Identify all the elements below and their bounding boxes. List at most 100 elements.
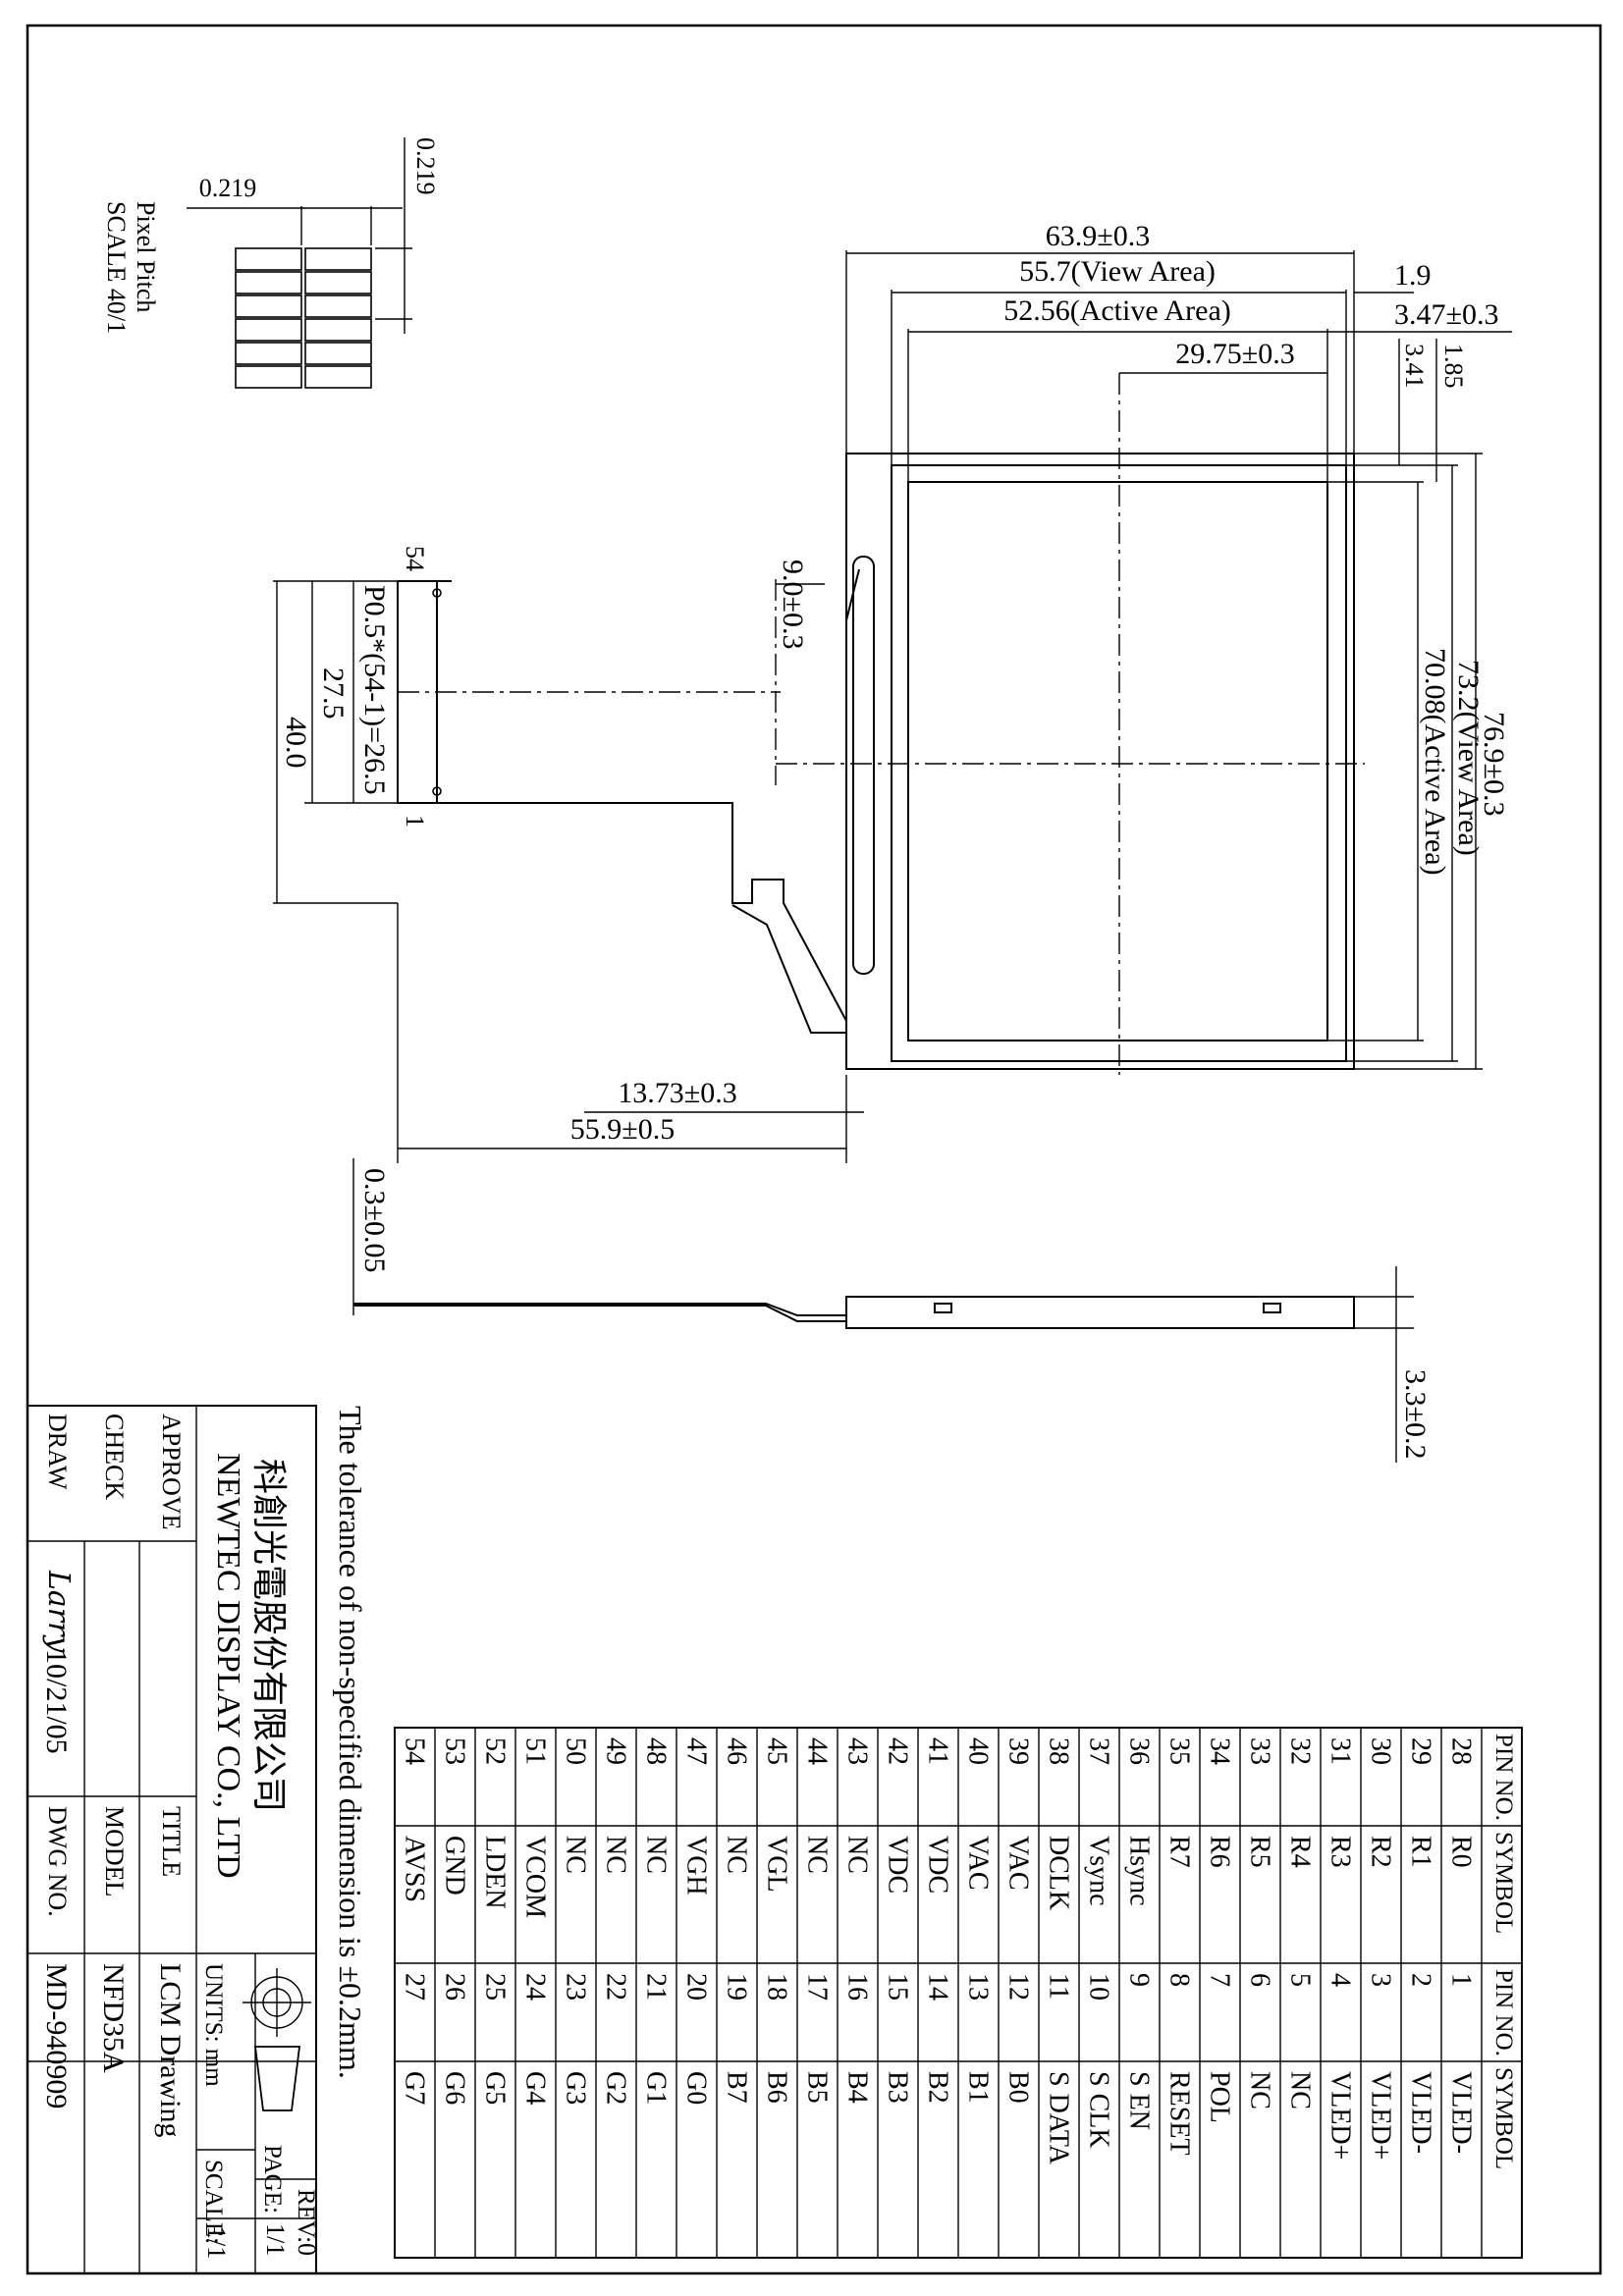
dim-edge-right-1: 1.9 bbox=[1394, 259, 1432, 292]
dim-fpc-pitch: P0.5*(54-1)=26.5 bbox=[358, 585, 391, 795]
pin-table-cell: 44 bbox=[801, 1737, 832, 1765]
company-name-cn: 科創光電股份有限公司 bbox=[249, 1459, 289, 1812]
pin-table-cell: 30 bbox=[1365, 1737, 1395, 1765]
sheet-border bbox=[26, 24, 1602, 2275]
dim-fpc-width: 27.5 bbox=[317, 667, 350, 720]
pin-table-cell: DCLK bbox=[1043, 1836, 1073, 1910]
scale-value: 1/1 bbox=[202, 2226, 231, 2259]
pin-table-cell: B5 bbox=[801, 2071, 832, 2104]
pin-table-cell: 31 bbox=[1325, 1737, 1355, 1765]
pin-table-cell: G7 bbox=[399, 2071, 429, 2105]
dwg-label: DWG NO. bbox=[43, 1806, 72, 1917]
pin-table-cell: 11 bbox=[1043, 1973, 1073, 2000]
pin-table-cell: 54 bbox=[399, 1737, 429, 1765]
pin-table-cell: B1 bbox=[962, 2071, 993, 2104]
dim-fpc-offset-2: 55.9±0.5 bbox=[570, 1113, 675, 1146]
model-value: NFD35A bbox=[97, 1963, 130, 2073]
pin-table-cell: 8 bbox=[1163, 1973, 1194, 1987]
pin-table-cell: 5 bbox=[1284, 1973, 1315, 1987]
pin-table-cell: VCOM bbox=[519, 1836, 550, 1918]
pin-table-cell: NC bbox=[560, 1836, 590, 1874]
pin-table-cell: 21 bbox=[640, 1973, 671, 2001]
pin-table-cell: GND bbox=[439, 1836, 469, 1896]
pin-table-cell: POL bbox=[1204, 2071, 1234, 2123]
pin-table-cell: 36 bbox=[1123, 1737, 1154, 1765]
pin-table-cell: Hsync bbox=[1123, 1836, 1154, 1906]
pin-table-cell: 7 bbox=[1204, 1973, 1234, 1987]
pin-table-cell: NC bbox=[600, 1836, 630, 1874]
fpc-front-view: 54 1 P0.5*(54-1)=26.5 27.5 40.0 9.0±0.3 bbox=[273, 546, 847, 1034]
pin-table-cell: R0 bbox=[1445, 1836, 1476, 1868]
pin-table-cell: 51 bbox=[519, 1737, 550, 1765]
title-label: TITLE bbox=[157, 1806, 186, 1877]
dim-outline-width: 63.9±0.3 bbox=[1046, 220, 1150, 252]
pin-table-cell: 26 bbox=[439, 1973, 469, 2001]
pin-table-cell: 38 bbox=[1043, 1737, 1073, 1765]
pin-table-cell: 37 bbox=[1083, 1737, 1113, 1765]
pin-table-cell: S DATA bbox=[1043, 2071, 1073, 2165]
pin-table-cell: B6 bbox=[761, 2071, 791, 2104]
pin-table-cell: R4 bbox=[1284, 1836, 1315, 1868]
dim-view-height: 73.2(View Area) bbox=[1452, 660, 1485, 856]
pin-table-cell: 22 bbox=[600, 1973, 630, 2001]
pin-table-cell: R5 bbox=[1244, 1836, 1274, 1868]
pin-table-cell: R1 bbox=[1405, 1836, 1435, 1868]
pin-table-cell: 25 bbox=[479, 1973, 510, 2001]
dwg-value: MD-940909 bbox=[40, 1963, 73, 2109]
pin-table-cell: 33 bbox=[1244, 1737, 1274, 1765]
pin-table-cell: 32 bbox=[1284, 1737, 1315, 1765]
pin-table-cell: 19 bbox=[721, 1973, 751, 2001]
title-block: 科創光電股份有限公司 NEWTEC DISPLAY CO., LTD UNITS… bbox=[27, 1405, 321, 2274]
pin-table-cell: R2 bbox=[1365, 1836, 1395, 1868]
pin-table-cell: 28 bbox=[1445, 1737, 1476, 1765]
pin-table-cell: 43 bbox=[841, 1737, 872, 1765]
pin-table-cell: 40 bbox=[962, 1737, 993, 1765]
check-label: CHECK bbox=[100, 1414, 129, 1500]
dim-fpc-offset-1: 13.73±0.3 bbox=[618, 1077, 736, 1109]
pin-table-cell: 14 bbox=[922, 1973, 952, 2001]
pin-table-cell: 50 bbox=[560, 1737, 590, 1765]
pin-table-cell: VLED+ bbox=[1365, 2071, 1395, 2160]
pin-table-cell: G6 bbox=[439, 2071, 469, 2105]
pin-table-cell: G1 bbox=[640, 2071, 671, 2105]
pin-table-cell: 15 bbox=[882, 1973, 912, 2001]
draw-signature: Larry bbox=[41, 1570, 76, 1653]
pin-table-cell: 47 bbox=[680, 1737, 711, 1765]
pin-table-cell: 17 bbox=[801, 1973, 832, 2001]
pin-table-cell: 16 bbox=[841, 1973, 872, 2001]
company-name-en: NEWTEC DISPLAY CO., LTD bbox=[210, 1453, 246, 1879]
pin-table-cell: 12 bbox=[1002, 1973, 1033, 2001]
pin-table-cell: AVSS bbox=[399, 1836, 429, 1902]
pin-table-cell: 29 bbox=[1405, 1737, 1435, 1765]
pin-table-cell: NC bbox=[640, 1836, 671, 1874]
pin-table-cell: VDC bbox=[882, 1836, 912, 1894]
draw-label: DRAW bbox=[43, 1414, 72, 1490]
pixel-pitch-detail: 0.219 0.219 Pixel Pitch SCALE 40/1 bbox=[102, 137, 440, 389]
rev-value: 0 bbox=[293, 2243, 321, 2256]
fpc-pin-1: 1 bbox=[401, 815, 429, 828]
pin-table-cell: B3 bbox=[882, 2071, 912, 2104]
pixel-pitch-v: 0.219 bbox=[411, 137, 440, 195]
pin-table-cell: B4 bbox=[841, 2071, 872, 2104]
draw-date: 10/21/05 bbox=[40, 1649, 73, 1754]
dim-edge-right-2: 3.47±0.3 bbox=[1394, 298, 1498, 331]
pin-table-cell: B0 bbox=[1002, 2071, 1033, 2104]
pin-table-cell: NC bbox=[1284, 2071, 1315, 2109]
top-dimension-lines: 63.9±0.3 55.7(View Area) 52.56(Active Ar… bbox=[845, 220, 1512, 482]
pin-table-cell: NC bbox=[841, 1836, 872, 1874]
dim-active-width: 52.56(Active Area) bbox=[1003, 294, 1231, 327]
pin-table-cell: VGL bbox=[761, 1836, 791, 1893]
rev-label: REV: bbox=[293, 2189, 319, 2243]
pin-table-cell: NC bbox=[721, 1836, 751, 1874]
pin-table-cell: 4 bbox=[1325, 1973, 1355, 1987]
pin-table-cell: 6 bbox=[1244, 1973, 1274, 1987]
pin-table-header: SYMBOL bbox=[1490, 1832, 1517, 1934]
pin-table-cell: 9 bbox=[1123, 1973, 1154, 1987]
pin-table-cell: Vsync bbox=[1083, 1836, 1113, 1906]
projection-symbol-icon bbox=[243, 1968, 311, 2111]
pin-table-cell: 53 bbox=[439, 1737, 469, 1765]
pin-table-header: PIN NO. bbox=[1490, 1969, 1517, 2056]
pin-table-cell: G3 bbox=[560, 2071, 590, 2105]
dim-fpc-length: 40.0 bbox=[280, 717, 312, 769]
dim-fpc-thickness: 0.3±0.05 bbox=[358, 1168, 391, 1272]
